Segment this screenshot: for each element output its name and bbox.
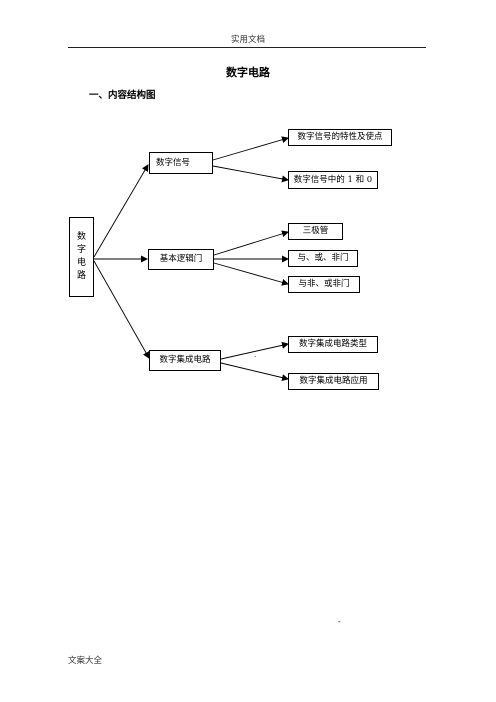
connector-ic-2	[220, 362, 289, 382]
connector-signal-2	[212, 165, 289, 183]
page-footer: 文案大全	[68, 656, 103, 666]
connector-root-ic	[93, 260, 150, 359]
stray-mark: .	[254, 351, 257, 359]
connector-ic-1	[220, 341, 289, 360]
branch-digital-signal: 数字信号	[149, 152, 213, 174]
page-header: 实用文档	[230, 35, 265, 45]
root-char: 数	[76, 232, 86, 242]
leaf-ic-applications: 数字集成电路应用	[288, 373, 379, 390]
root-char: 电	[76, 258, 86, 268]
branch-logic-gates: 基本逻辑门	[148, 249, 214, 270]
section-heading: 一、内容结构图	[89, 90, 156, 101]
leaf-transistor: 三极管	[288, 223, 343, 240]
leaf-nand-nor-gates: 与非、或非门	[288, 276, 360, 293]
leaf-signal-characteristics: 数字信号的特性及使点	[288, 129, 392, 146]
leaf-signal-one-zero: 数字信号中的 1 和 0	[288, 171, 378, 189]
branch-integrated-circuit: 数字集成电路	[149, 350, 221, 371]
header-rule	[68, 47, 426, 48]
connector-gates-1	[213, 230, 289, 256]
root-node: 数 字 电 路	[69, 217, 94, 297]
leaf-and-or-not-gates: 与、或、非门	[288, 250, 358, 267]
connector-signal-1	[212, 136, 289, 161]
page-mark: -	[338, 617, 341, 626]
root-char: 路	[76, 271, 86, 281]
document-title: 数字电路	[226, 66, 270, 79]
connector-gates-3	[213, 262, 289, 286]
leaf-ic-types: 数字集成电路类型	[288, 336, 378, 353]
root-char: 字	[76, 245, 86, 255]
connector-root-signal	[93, 164, 149, 258]
